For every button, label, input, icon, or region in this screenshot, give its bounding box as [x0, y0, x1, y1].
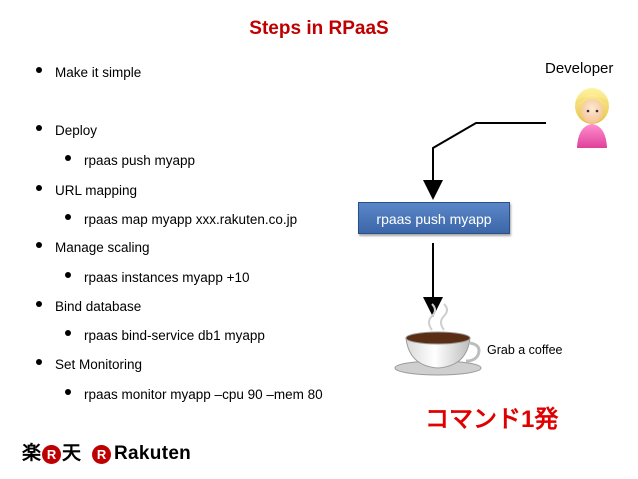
sub-bullet-dot	[65, 389, 71, 395]
bullet-bind-database: Bind database	[55, 299, 142, 314]
bullet-make-it-simple: Make it simple	[55, 65, 142, 80]
japanese-caption: コマンド1発	[425, 406, 559, 433]
connector-line	[423, 122, 546, 200]
sub-bullet-dot	[65, 155, 71, 161]
sub-bullet-monitor: rpaas monitor myapp –cpu 90 –mem 80	[84, 387, 323, 402]
command-box: rpaas push myapp	[358, 202, 510, 234]
logo-r-mark-icon: R	[42, 444, 62, 464]
bullet-deploy: Deploy	[55, 123, 98, 138]
logo-kanji-right: 天	[62, 443, 82, 464]
bullet-manage-scaling: Manage scaling	[55, 240, 150, 255]
bullet-dot	[36, 125, 42, 131]
bullet-dot	[36, 242, 42, 248]
bullet-dot	[36, 301, 42, 307]
bullet-url-mapping: URL mapping	[55, 183, 138, 198]
sub-bullet-instances: rpaas instances myapp +10	[84, 270, 250, 285]
developer-label: Developer	[545, 60, 614, 77]
logo-r-mark-icon-2: R	[92, 444, 112, 464]
sub-bullet-dot	[65, 330, 71, 336]
coffee-cup-icon	[394, 303, 482, 376]
coffee-caption: Grab a coffee	[487, 343, 563, 357]
rakuten-logo: 楽 R 天 R Rakuten	[22, 441, 191, 467]
logo-wordmark: Rakuten	[114, 443, 192, 464]
sub-bullet-dot	[65, 214, 71, 220]
sub-bullet-dot	[65, 272, 71, 278]
sub-bullet-bind-service: rpaas bind-service db1 myapp	[84, 328, 265, 343]
sub-bullet-map: rpaas map myapp xxx.rakuten.co.jp	[84, 212, 298, 227]
sub-bullet-push: rpaas push myapp	[84, 153, 196, 168]
bullet-set-monitoring: Set Monitoring	[55, 357, 143, 372]
bullet-dot	[36, 67, 42, 73]
bullet-dot	[36, 359, 42, 365]
bullet-dot	[36, 185, 42, 191]
developer-figure-icon	[575, 88, 609, 148]
slide-title: Steps in RPaaS	[249, 18, 389, 39]
logo-kanji-left: 楽	[22, 443, 42, 464]
